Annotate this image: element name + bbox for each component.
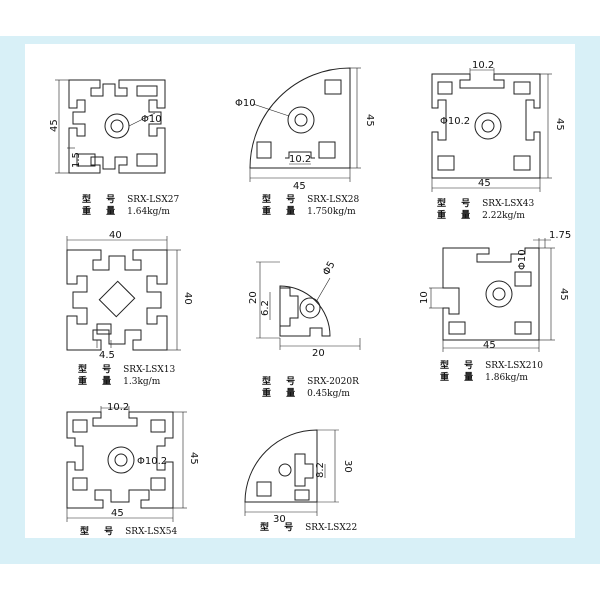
profile-lsx13-outline <box>66 249 168 351</box>
profile-lsx43-weight: 2.22kg/m <box>482 211 525 221</box>
profile-lsx28-model-label: 型 号 <box>262 195 302 205</box>
profile-lsx27-dim-diameter: Φ10 <box>141 114 162 125</box>
profile-lsx27-dim-height: 45 <box>49 119 60 132</box>
profile-lsx210-dim-height: 45 <box>558 288 569 301</box>
profile-lsx210-dim-slot: 10 <box>419 291 430 304</box>
profile-lsx210-dim-width: 45 <box>483 340 496 351</box>
profile-lsx43-model-label: 型 号 <box>437 199 477 209</box>
profile-lsx27-model: SRX-LSX27 <box>127 195 180 205</box>
profile-lsx54-dim-diameter: Φ10.2 <box>137 456 167 467</box>
profile-lsx43-caption: 型 号 SRX-LSX43 重 量 2.22kg/m <box>437 198 534 222</box>
profile-lsx27-drawing: 45 Φ10 1.5 <box>49 79 166 174</box>
profile-lsx22-dim-slot: 8.2 <box>315 462 326 478</box>
profile-lsx28-caption: 型 号 SRX-LSX28 重 量 1.750kg/m <box>262 194 359 218</box>
profile-lsx43-dim-height: 45 <box>554 118 565 131</box>
profile-lsx13-dim-width: 40 <box>109 230 122 241</box>
profile-lsx22-dim-width: 30 <box>273 514 286 525</box>
profile-lsx43-weight-label: 重 量 <box>437 211 477 221</box>
profile-lsx43-model: SRX-LSX43 <box>482 199 535 209</box>
profile-lsx27-outline <box>68 79 166 174</box>
profile-lsx13-dim-height: 40 <box>182 292 193 305</box>
profile-2020r-weight-label: 重 量 <box>262 389 302 399</box>
profile-lsx43-dim-slot: 10.2 <box>472 60 494 71</box>
profile-lsx22-drawing: 8.2 30 30 <box>244 429 353 525</box>
profile-2020r-outline <box>279 285 331 337</box>
profile-lsx28-dim-height: 45 <box>364 114 375 127</box>
profile-lsx28-weight: 1.750kg/m <box>307 207 356 217</box>
profile-lsx210-weight-label: 重 量 <box>440 373 480 383</box>
profile-lsx22-model-label: 型 号 <box>260 523 300 533</box>
profile-lsx43-outline <box>431 73 541 179</box>
profile-lsx13-caption: 型 号 SRX-LSX13 重 量 1.3kg/m <box>78 364 175 388</box>
profile-2020r-model-label: 型 号 <box>262 377 302 387</box>
profile-lsx210-weight: 1.86kg/m <box>485 373 528 383</box>
profile-lsx28-model: SRX-LSX28 <box>307 195 360 205</box>
profile-lsx22-model: SRX-LSX22 <box>305 523 358 533</box>
profile-2020r-drawing: Φ5 20 6.2 20 <box>248 260 361 359</box>
profile-lsx28-dim-diameter: Φ10 <box>235 98 256 109</box>
profile-lsx54-caption: 型 号 SRX-LSX54 <box>80 526 177 538</box>
profile-lsx13-model-label: 型 号 <box>78 365 118 375</box>
profile-lsx27-dim-slot: 1.5 <box>71 152 82 168</box>
profile-lsx27-model-label: 型 号 <box>82 195 122 205</box>
profile-lsx22-dim-height: 30 <box>342 460 353 473</box>
profile-lsx13-weight: 1.3kg/m <box>123 377 161 387</box>
profile-2020r-dim-slot: 6.2 <box>260 300 271 316</box>
profile-lsx54-drawing: 10.2 Φ10.2 45 45 <box>66 402 199 522</box>
profile-lsx22-outline <box>244 429 318 503</box>
profile-2020r-dim-diameter: Φ5 <box>321 260 338 278</box>
profile-lsx210-model: SRX-LSX210 <box>485 361 543 371</box>
profile-lsx28-outline <box>249 67 351 169</box>
profile-lsx28-drawing: Φ10 45 10.2 45 <box>235 67 375 192</box>
profile-lsx43-drawing: 10.2 Φ10.2 45 45 <box>431 60 565 192</box>
profile-lsx13-model: SRX-LSX13 <box>123 365 176 375</box>
profile-lsx54-model: SRX-LSX54 <box>125 527 178 537</box>
profile-lsx54-outline <box>66 411 174 509</box>
profile-lsx22-caption: 型 号 SRX-LSX22 <box>260 522 357 534</box>
profile-2020r-model: SRX-2020R <box>307 377 359 387</box>
profile-lsx13-weight-label: 重 量 <box>78 377 118 387</box>
profile-lsx54-dim-width: 45 <box>111 508 124 519</box>
profile-lsx27-caption: 型 号 SRX-LSX27 重 量 1.64kg/m <box>82 194 179 218</box>
profile-2020r-dim-height: 20 <box>248 291 259 304</box>
profile-lsx27-weight-label: 重 量 <box>82 207 122 217</box>
profile-lsx13-drawing: 40 40 4.5 <box>66 230 193 361</box>
profile-lsx28-dim-slot: 10.2 <box>289 154 311 165</box>
profile-lsx210-dim-lip: 1.75 <box>549 230 571 241</box>
profile-lsx210-dim-diameter: Φ10 <box>517 249 528 270</box>
profile-2020r-caption: 型 号 SRX-2020R 重 量 0.45kg/m <box>262 376 359 400</box>
profile-lsx13-dim-slot: 4.5 <box>99 350 115 361</box>
profile-lsx28-dim-width: 45 <box>293 181 306 192</box>
profile-lsx54-dim-slot: 10.2 <box>107 402 129 413</box>
profile-lsx43-dim-diameter: Φ10.2 <box>440 116 470 127</box>
profile-2020r-weight: 0.45kg/m <box>307 389 350 399</box>
profile-lsx28-weight-label: 重 量 <box>262 207 302 217</box>
profile-lsx210-caption: 型 号 SRX-LSX210 重 量 1.86kg/m <box>440 360 543 384</box>
profile-lsx27-weight: 1.64kg/m <box>127 207 170 217</box>
profile-lsx43-dim-width: 45 <box>478 178 491 189</box>
profile-lsx54-model-label: 型 号 <box>80 527 120 537</box>
profile-lsx54-dim-height: 45 <box>188 452 199 465</box>
profile-2020r-dim-width: 20 <box>312 348 325 359</box>
profile-lsx210-drawing: 1.75 Φ10 10 45 45 <box>419 230 571 352</box>
profile-lsx210-model-label: 型 号 <box>440 361 480 371</box>
